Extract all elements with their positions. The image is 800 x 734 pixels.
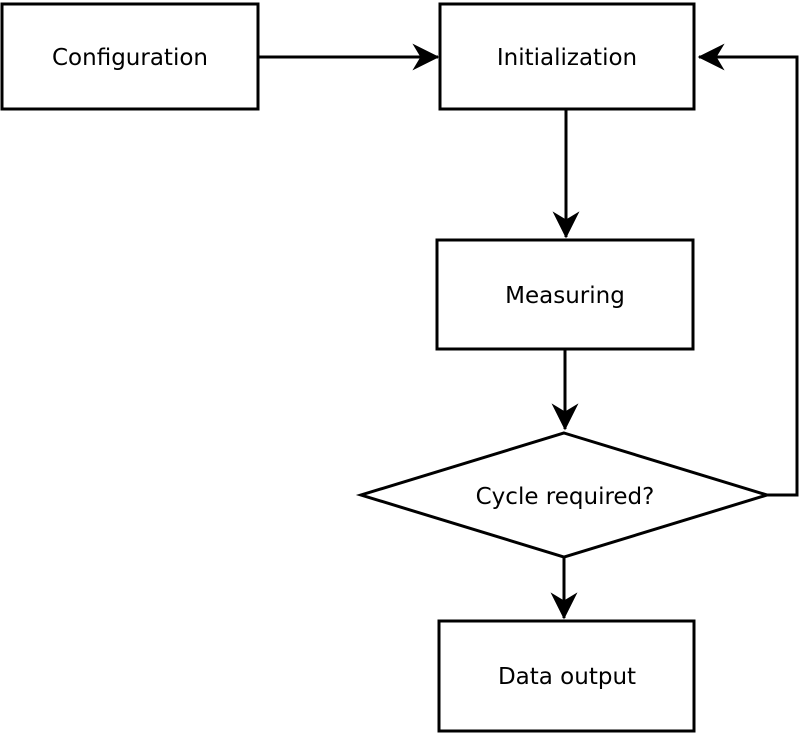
- cycle-required-diamond: [355, 431, 773, 559]
- cycle-required-label: Cycle required?: [476, 484, 655, 510]
- node-data-output: Data output: [437, 619, 696, 733]
- data-output-label: Data output: [498, 664, 636, 690]
- measuring-label: Measuring: [505, 283, 625, 309]
- nodes-layer: Configuration Initialization Measuring C…: [0, 2, 773, 733]
- edges-layer: [258, 43, 799, 620]
- node-configuration: Configuration: [0, 2, 260, 111]
- configuration-label: Configuration: [52, 45, 208, 71]
- initialization-box: [438, 2, 696, 111]
- configuration-box: [0, 2, 260, 111]
- node-initialization: Initialization: [438, 2, 696, 111]
- data-output-box: [437, 619, 696, 733]
- node-cycle-required: Cycle required?: [355, 431, 773, 559]
- initialization-label: Initialization: [497, 45, 637, 71]
- edge-cycle-required-loop-to-initialization: [697, 43, 799, 497]
- measuring-box: [435, 238, 695, 351]
- node-measuring: Measuring: [435, 238, 695, 351]
